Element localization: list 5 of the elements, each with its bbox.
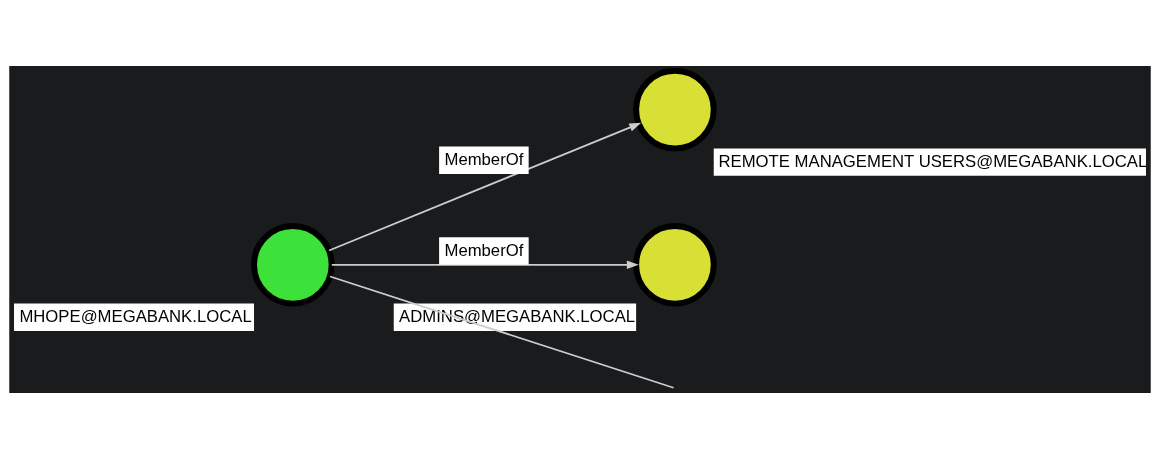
edge-label: MemberOf: [444, 240, 524, 260]
edge-label: MemberOf: [444, 149, 524, 169]
arrow: [328, 122, 642, 251]
arrow: [330, 260, 639, 269]
connector: [329, 275, 675, 389]
